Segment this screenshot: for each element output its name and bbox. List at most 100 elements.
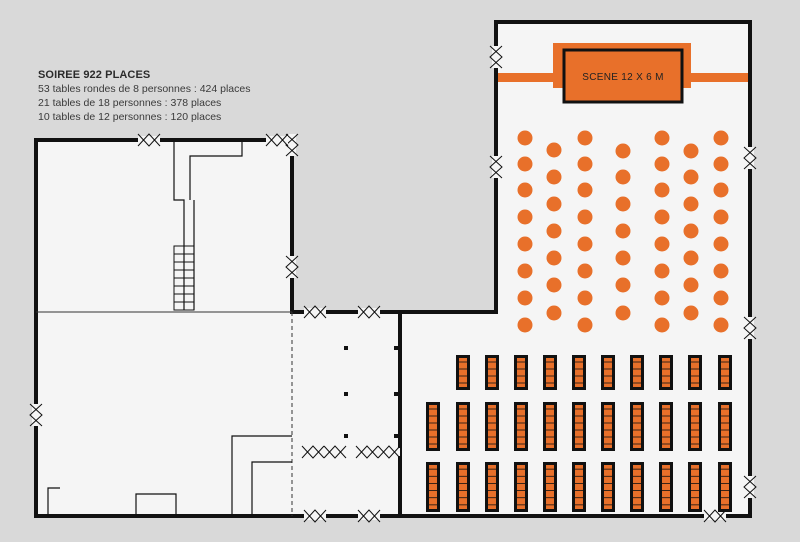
event-title: SOIREE 922 PLACES <box>38 69 151 81</box>
partition-lower-4 <box>135 493 177 516</box>
long-table <box>514 355 528 390</box>
round-table <box>713 156 729 172</box>
pillar <box>344 434 348 438</box>
round-table <box>615 143 631 159</box>
long-table <box>688 462 702 512</box>
round-table <box>615 277 631 293</box>
round-table <box>517 156 533 172</box>
long-table <box>688 355 702 390</box>
door-swing-icon <box>137 133 161 147</box>
round-table <box>654 263 670 279</box>
round-table <box>546 277 562 293</box>
outer-wall <box>34 20 752 518</box>
partition-upper-1 <box>173 140 185 310</box>
round-table <box>654 317 670 333</box>
long-tables <box>426 355 732 512</box>
long-table <box>601 402 615 451</box>
round-table <box>577 182 593 198</box>
stage: SCENE 12 X 6 M <box>498 43 748 104</box>
round-table <box>713 263 729 279</box>
long-table <box>426 462 440 512</box>
partition-lower-1 <box>231 435 292 516</box>
round-table <box>683 169 699 185</box>
round-table <box>654 156 670 172</box>
round-table <box>615 305 631 321</box>
round-table <box>546 169 562 185</box>
long-table <box>456 402 470 451</box>
long-table <box>688 402 702 451</box>
round-table <box>546 305 562 321</box>
round-table <box>683 196 699 212</box>
pillar <box>344 392 348 396</box>
round-table <box>683 143 699 159</box>
doors <box>29 45 757 523</box>
round-table <box>615 169 631 185</box>
door-swing-icon <box>489 155 503 179</box>
long-table <box>543 355 557 390</box>
round-table <box>654 236 670 252</box>
round-table <box>546 196 562 212</box>
door-swing-icon <box>355 445 379 459</box>
door-swing-icon <box>265 133 289 147</box>
round-tables <box>517 130 729 333</box>
round-table <box>546 223 562 239</box>
round-table <box>577 317 593 333</box>
long-table <box>718 402 732 451</box>
door-swing-icon <box>285 133 299 157</box>
round-table <box>713 182 729 198</box>
summary-line-round-tables: 53 tables rondes de 8 personnes : 424 pl… <box>38 83 251 95</box>
round-table <box>517 236 533 252</box>
round-table <box>546 142 562 158</box>
round-table <box>517 209 533 225</box>
round-table <box>713 317 729 333</box>
pillar <box>344 346 348 350</box>
round-table <box>713 130 729 146</box>
long-table <box>659 402 673 451</box>
staircase <box>173 245 195 311</box>
long-table <box>630 355 644 390</box>
long-table <box>456 355 470 390</box>
partition-lower-3 <box>47 487 60 516</box>
long-table <box>426 402 440 451</box>
event-summary: SOIREE 922 PLACES 53 tables rondes de 8 … <box>38 68 250 124</box>
long-table <box>630 402 644 451</box>
long-table <box>485 402 499 451</box>
round-table <box>546 250 562 266</box>
round-table <box>517 317 533 333</box>
round-table <box>713 209 729 225</box>
round-table <box>577 156 593 172</box>
long-table <box>543 402 557 451</box>
round-table <box>654 290 670 306</box>
round-table <box>517 182 533 198</box>
round-table <box>654 182 670 198</box>
round-table <box>577 263 593 279</box>
door-swing-icon <box>29 403 43 427</box>
long-table <box>572 355 586 390</box>
long-table <box>718 355 732 390</box>
long-table <box>543 462 557 512</box>
round-table <box>615 250 631 266</box>
round-table <box>683 277 699 293</box>
long-table <box>485 355 499 390</box>
door-swing-icon <box>743 146 757 170</box>
summary-line-12-tables: 10 tables de 12 personnes : 120 places <box>38 111 222 123</box>
long-table <box>572 462 586 512</box>
long-table <box>601 355 615 390</box>
floor-area <box>36 22 750 516</box>
door-swing-icon <box>743 475 757 499</box>
long-table <box>514 402 528 451</box>
long-table <box>572 402 586 451</box>
door-swing-icon <box>703 509 727 523</box>
stage-label: SCENE 12 X 6 M <box>582 72 663 83</box>
pillar <box>394 346 398 350</box>
round-table <box>654 209 670 225</box>
round-table <box>683 305 699 321</box>
door-swing-icon <box>743 316 757 340</box>
round-table <box>577 209 593 225</box>
door-swing-icon <box>489 45 503 69</box>
round-table <box>577 290 593 306</box>
partition-upper-2 <box>189 140 243 200</box>
round-table <box>577 130 593 146</box>
pillar <box>394 392 398 396</box>
